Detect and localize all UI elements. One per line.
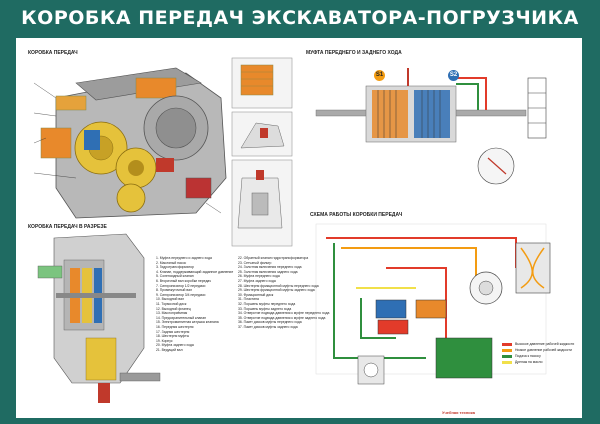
- key-swatch: [502, 348, 512, 352]
- brand-logo: Учебная техника: [442, 410, 475, 415]
- part-item: 16. Передняя шестерня: [156, 324, 194, 329]
- poster-sheet: КОРОБКА ПЕРЕДАЧ МУФТА ПЕРЕДНЕГО И ЗАДНЕГ…: [16, 38, 582, 418]
- part-item: 35. Отверстие подвода давления к муфте з…: [238, 315, 326, 320]
- part-item: 26. Муфта переднего хода: [238, 274, 280, 279]
- part-item: 20. Муфта заднего хода: [156, 343, 194, 348]
- key-swatch: [502, 360, 512, 364]
- part-item: 2. Масляный насос: [156, 260, 187, 265]
- part-item: 21. Ведущий вал: [156, 347, 183, 352]
- part-item: 17. Задняя шестерня: [156, 329, 190, 334]
- part-item: 27. Муфта заднего хода: [238, 278, 276, 283]
- gearbox-heading: КОРОБКА ПЕРЕДАЧ: [28, 50, 78, 56]
- part-item: 34. Отверстие подвода давления к муфте п…: [238, 311, 330, 316]
- part-item: 37. Пакет дисков муфты заднего хода: [238, 324, 298, 329]
- key-pump-supply: Подача к насосу: [502, 354, 541, 358]
- cutaway-heading: КОРОБКА ПЕРЕДАЧ В РАЗРЕЗЕ: [28, 224, 107, 230]
- part-item: 15. Электромагнитная катушка клапана: [156, 320, 219, 325]
- hydraulic-scheme: [315, 223, 551, 385]
- part-item: 32. Поршень муфты переднего хода: [238, 301, 296, 306]
- part-item: 10. Выходной вал: [156, 297, 185, 302]
- key-drain: Дренаж на масло: [502, 360, 543, 364]
- part-item: 29. Шестерня фрикционной муфты заднего х…: [238, 288, 315, 293]
- part-item: 9. Синхронизатор 3/4 передачи: [156, 292, 206, 297]
- part-item: 4. Клапан, поддерживающий заданное давле…: [156, 269, 234, 274]
- part-item: 6. Вторичный вал коробки передач: [156, 278, 211, 283]
- scheme-heading: СХЕМА РАБОТЫ КОРОБКИ ПЕРЕДАЧ: [310, 212, 403, 218]
- key-label: Подача к насосу: [515, 354, 541, 358]
- part-item: 13. Маслоприёмник: [156, 311, 188, 316]
- part-item: 1. Муфта переднего и заднего хода: [156, 256, 212, 260]
- key-low-pressure: Низкое давление рабочей жидкости: [502, 348, 572, 352]
- key-swatch: [502, 342, 512, 346]
- cutaway-diagram: [37, 233, 161, 403]
- key-label: Высокое давление рабочей жидкости: [515, 342, 575, 346]
- part-item: 31. Пластина: [238, 297, 259, 302]
- illustrations: [33, 57, 551, 403]
- part-item: 24. Золотник включения переднего хода: [238, 265, 302, 270]
- detail-thumbnails: [231, 57, 293, 247]
- part-item: 25. Золотник включения заднего хода: [238, 269, 298, 274]
- part-item: 23. Сетчатый фильтр: [238, 260, 272, 265]
- part-item: 22. Обратный клапан гидротрансформатора: [238, 256, 309, 260]
- callout-s1: S1: [374, 70, 385, 81]
- clutch-diagram: [315, 68, 547, 185]
- callout-s2: S2: [448, 70, 459, 81]
- key-label: Низкое давление рабочей жидкости: [515, 348, 572, 352]
- part-item: 28. Шестерня фрикционной муфты переднего…: [238, 283, 319, 288]
- part-item: 7. Синхронизатор 1/2 передачи: [156, 283, 206, 288]
- part-item: 19. Корпус: [156, 338, 173, 343]
- part-item: 3. Гидротрансформатор: [156, 265, 194, 270]
- key-swatch: [502, 354, 512, 358]
- gearbox-illustration: [33, 67, 227, 219]
- part-item: 36. Пакет дисков муфты переднего хода: [238, 320, 302, 325]
- part-item: 8. Промежуточный вал: [156, 288, 193, 293]
- clutch-heading: МУФТА ПЕРЕДНЕГО И ЗАДНЕГО ХОДА: [306, 50, 402, 56]
- part-item: 5. Соленоидный клапан: [156, 274, 194, 279]
- part-item: 14. Предохранительный клапан: [156, 315, 207, 320]
- part-item: 12. Выходной фланец: [156, 306, 191, 311]
- page-title: КОРОБКА ПЕРЕДАЧ ЭКСКАВАТОРА-ПОГРУЗЧИКА: [21, 7, 579, 29]
- part-item: 33. Поршень муфты заднего хода: [238, 306, 292, 311]
- part-item: 18. Шестерня муфты: [156, 334, 190, 339]
- part-item: 30. Фрикционный диск: [238, 292, 274, 297]
- key-label: Дренаж на масло: [515, 360, 543, 364]
- key-high-pressure: Высокое давление рабочей жидкости: [502, 342, 574, 346]
- part-item: 11. Тормозной диск: [156, 301, 187, 306]
